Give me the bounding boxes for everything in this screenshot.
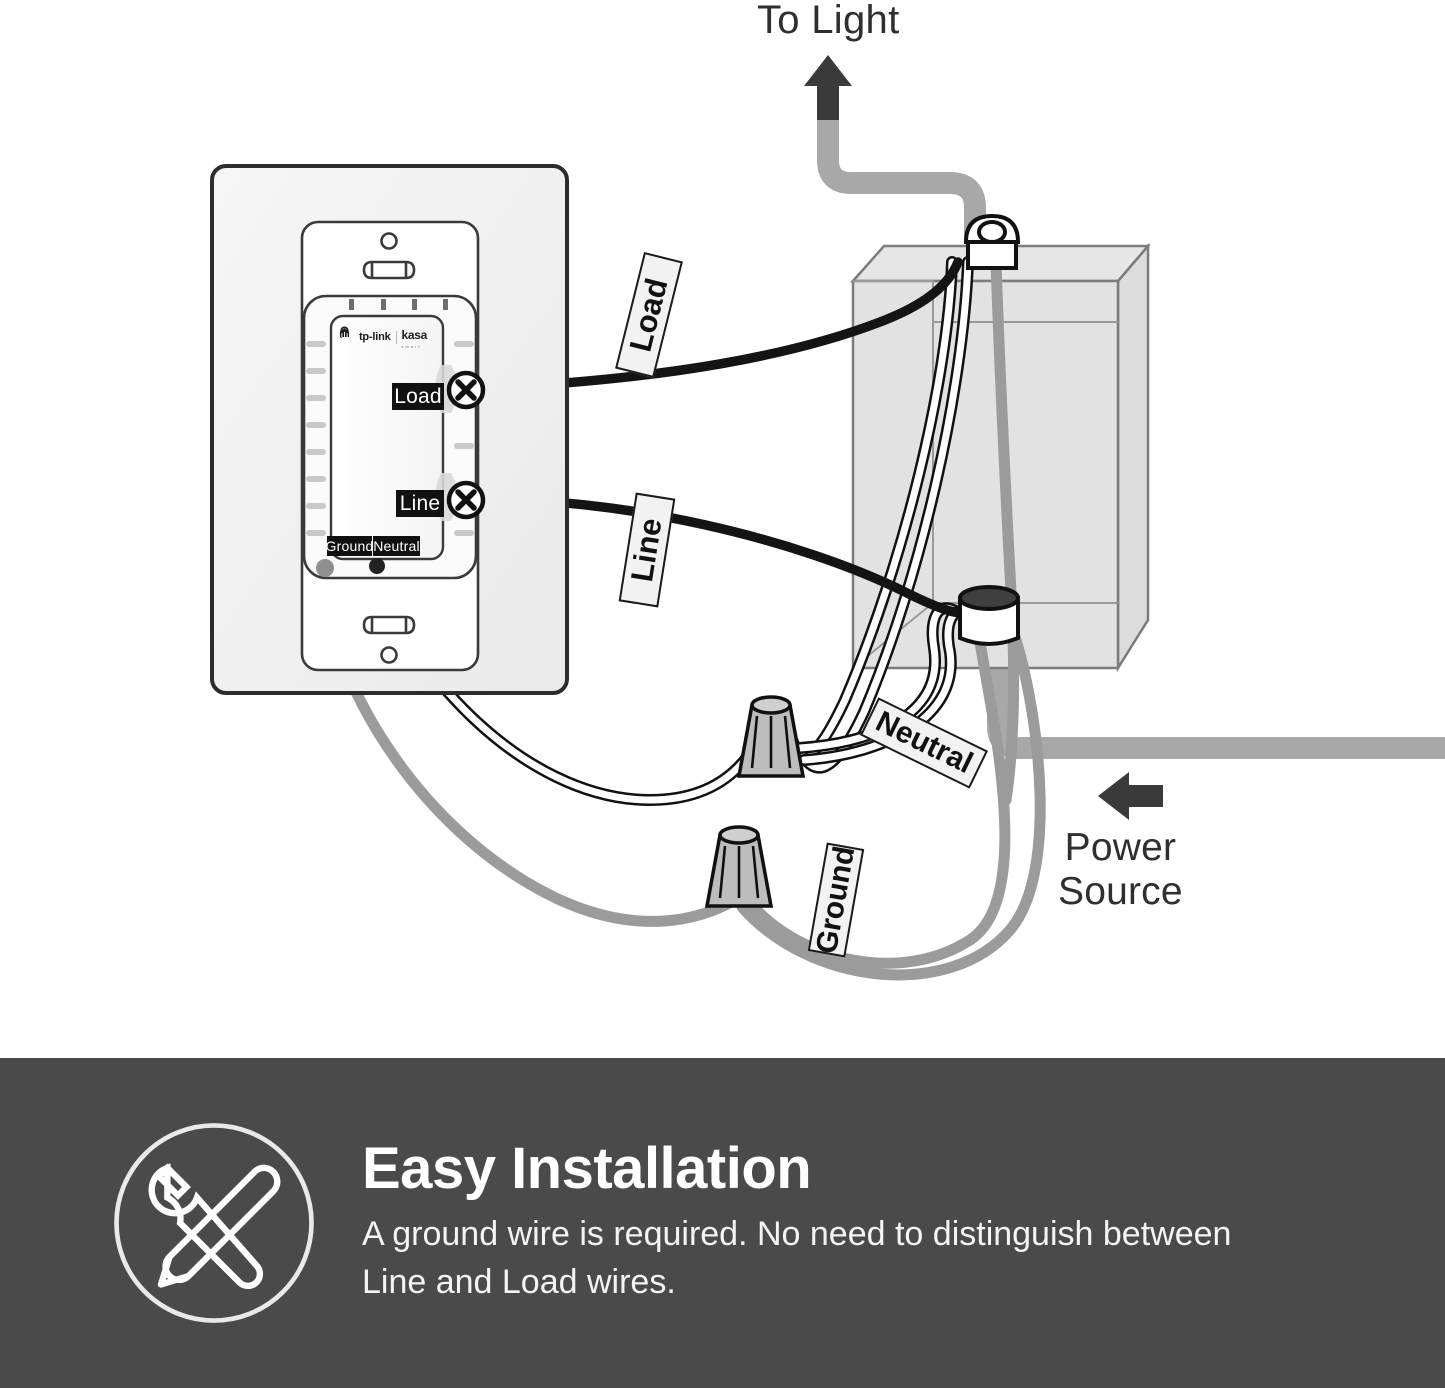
strap-ladder-left <box>306 341 326 536</box>
terminal-label-ground: Ground <box>325 536 374 556</box>
banner-title: Easy Installation <box>362 1136 812 1202</box>
brand-kasa-block: kasa smart <box>402 326 428 349</box>
wire-tag-line-text: Line <box>624 515 669 585</box>
wrench-screwdriver-icon <box>108 1117 320 1329</box>
terminal-screw-line <box>446 480 486 520</box>
kasa-home-logo-icon <box>339 327 350 338</box>
to-light-label: To Light <box>757 0 900 42</box>
diagram-svg <box>210 55 1445 981</box>
neutral-pigtail-anchor <box>369 558 385 574</box>
power-source-label: Power Source <box>1058 826 1183 913</box>
brand-kasa-text: kasa <box>401 327 428 342</box>
brand-tplink-text: tp-link <box>358 331 391 343</box>
easy-installation-banner: Easy Installation A ground wire is requi… <box>0 1058 1445 1388</box>
terminal-screw-load <box>446 370 486 410</box>
terminal-label-line: Line <box>396 490 444 517</box>
power-source-arrow-icon <box>1098 772 1163 820</box>
brand-lockup: tp-link kasa smart <box>338 326 448 349</box>
wire-nut-neutral <box>736 695 806 778</box>
wire-nut-ground <box>704 825 774 908</box>
cable-to-light <box>817 118 986 240</box>
to-light-arrow-icon <box>804 55 852 120</box>
top-cable-clamp <box>963 213 1021 270</box>
electrical-box <box>850 242 1151 673</box>
power-source-line-2: Source <box>1058 869 1183 913</box>
banner-text-block: Easy Installation A ground wire is requi… <box>362 1136 1292 1306</box>
strap-ladder-right <box>454 341 474 536</box>
wiring-diagram-illustration: To Light Power Source Load Line Neutral … <box>210 0 1445 981</box>
brand-separator <box>395 330 397 344</box>
led-indicators <box>349 299 448 310</box>
terminal-label-load: Load <box>392 383 444 410</box>
power-source-line-1: Power <box>1064 826 1177 869</box>
banner-subtitle: A ground wire is required. No need to di… <box>362 1215 1232 1302</box>
bottom-cable-clamp <box>958 585 1020 646</box>
brand-kasa-sub: smart <box>401 343 422 349</box>
terminal-label-neutral: Neutral <box>373 536 420 556</box>
ground-pigtail-anchor <box>316 559 334 577</box>
